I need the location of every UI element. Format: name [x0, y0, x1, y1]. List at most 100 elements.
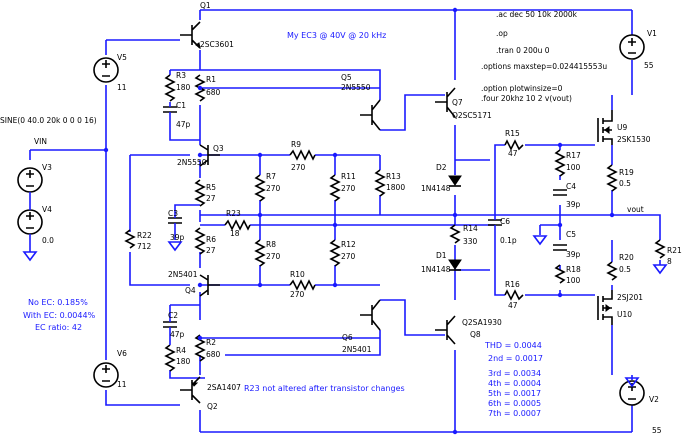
- resistor-r23[interactable]: [224, 219, 251, 231]
- capacitor-c3[interactable]: [168, 210, 182, 232]
- diode-d2[interactable]: [448, 175, 462, 187]
- resistor-r14[interactable]: [449, 224, 461, 244]
- r17-name: R17: [566, 151, 581, 160]
- resistor-r16[interactable]: [504, 289, 524, 301]
- transistor-q6[interactable]: [360, 299, 381, 331]
- u10-name: U10: [617, 310, 632, 319]
- c4-value: 39p: [566, 200, 581, 209]
- resistor-r15[interactable]: [504, 139, 524, 151]
- r9-value: 270: [291, 163, 306, 172]
- d1-name: D1: [436, 251, 447, 260]
- r5-value: 27: [206, 194, 216, 203]
- resistor-r17[interactable]: [554, 149, 566, 177]
- capacitor-c2[interactable]: [163, 312, 177, 345]
- transistor-q1[interactable]: [180, 21, 201, 50]
- capacitor-c5[interactable]: [553, 244, 567, 251]
- r21-name: R21: [667, 246, 682, 255]
- resistor-r3[interactable]: [164, 74, 176, 102]
- q6-part: 2N5401: [342, 345, 372, 354]
- capacitor-c4[interactable]: [553, 189, 567, 196]
- resistor-r5[interactable]: [194, 179, 206, 207]
- r10-name: R10: [290, 270, 305, 279]
- capacitor-c1[interactable]: [163, 102, 177, 130]
- transistor-q2[interactable]: [180, 376, 201, 404]
- r19-name: R19: [619, 168, 634, 177]
- r8-value: 270: [266, 252, 281, 261]
- c5-value: 39p: [566, 250, 581, 259]
- c2-value: 47p: [170, 330, 185, 339]
- transistor-q5[interactable]: [360, 99, 381, 131]
- spice-directive-four: .four 20khz 10 2 v(vout): [481, 94, 572, 103]
- u9-part: 2SK1530: [617, 135, 651, 144]
- resistor-r4[interactable]: [164, 344, 176, 372]
- source-v5[interactable]: [93, 57, 119, 83]
- resistor-r10[interactable]: [289, 279, 316, 291]
- resistor-r21[interactable]: [654, 239, 666, 259]
- r12-value: 270: [341, 252, 356, 261]
- r1-value: 680: [206, 88, 221, 97]
- q4-name: Q4: [185, 286, 196, 295]
- r13-name: R13: [386, 172, 401, 181]
- resistor-r19[interactable]: [606, 164, 618, 192]
- q6-name: Q6: [342, 333, 353, 342]
- r13-value: 1800: [386, 183, 405, 192]
- r1-name: R1: [206, 75, 216, 84]
- source-v3[interactable]: [17, 167, 43, 193]
- r20-name: R20: [619, 253, 634, 262]
- q3-name: Q3: [213, 144, 224, 153]
- ec-result-ratio: EC ratio: 42: [35, 323, 82, 332]
- vin-label: VIN: [34, 137, 47, 146]
- resistor-r20[interactable]: [606, 261, 618, 281]
- resistor-r22[interactable]: [124, 229, 136, 249]
- r15-name: R15: [505, 129, 520, 138]
- resistor-r9[interactable]: [289, 149, 316, 161]
- c1-value: 47p: [176, 120, 191, 129]
- c3-name: C3: [168, 209, 178, 218]
- r3-value: 180: [176, 83, 191, 92]
- capacitor-c6[interactable]: [488, 210, 502, 240]
- q7-part: Q2SC5171: [452, 111, 492, 120]
- r15-value: 47: [508, 149, 518, 158]
- source-v4[interactable]: [17, 192, 43, 262]
- u10-part: 2SJ201: [617, 293, 643, 302]
- transistor-q7[interactable]: [435, 87, 456, 118]
- r9-name: R9: [291, 140, 301, 149]
- r22-value: 712: [137, 242, 152, 251]
- source-v1[interactable]: [619, 34, 645, 60]
- mosfet-u10[interactable]: [597, 290, 613, 325]
- resistor-r8[interactable]: [254, 239, 266, 267]
- harmonic-5th: 5th = 0.0017: [488, 389, 541, 398]
- resistor-r6[interactable]: [194, 227, 206, 255]
- r6-value: 27: [206, 246, 216, 255]
- diode-d1[interactable]: [448, 259, 462, 271]
- thd-value: THD = 0.0044: [484, 341, 542, 350]
- ec-result-with-ec: With EC: 0.0044%: [23, 311, 96, 320]
- spice-directive-tran: .tran 0 200u 0: [496, 46, 550, 55]
- transistor-q3[interactable]: [199, 144, 220, 167]
- source-v6[interactable]: [93, 362, 119, 388]
- c6-name: C6: [500, 217, 510, 226]
- v5-name: V5: [117, 53, 127, 62]
- r18-value: 100: [566, 276, 581, 285]
- transistor-q4[interactable]: [199, 274, 220, 297]
- spice-directive-plotwinsize: .option plotwinsize=0: [481, 84, 563, 93]
- r22-name: R22: [137, 231, 152, 240]
- r3-name: R3: [176, 71, 186, 80]
- resistor-r12[interactable]: [329, 239, 341, 267]
- vout-label: vout: [627, 205, 644, 214]
- harmonic-2nd: 2nd = 0.0017: [488, 354, 543, 363]
- harmonic-4th: 4th = 0.0004: [488, 379, 541, 388]
- transistor-q8[interactable]: [435, 315, 456, 345]
- resistor-r7[interactable]: [254, 174, 266, 202]
- resistor-r13[interactable]: [374, 169, 386, 197]
- resistor-r11[interactable]: [329, 174, 341, 202]
- r7-value: 270: [266, 184, 281, 193]
- resistor-r18[interactable]: [554, 264, 566, 284]
- source-v2[interactable]: [619, 380, 645, 406]
- r23-name: R23: [226, 209, 241, 218]
- mosfet-u9[interactable]: [597, 110, 613, 145]
- resistor-r2[interactable]: [194, 334, 206, 362]
- r20-value: 0.5: [619, 265, 631, 274]
- r16-name: R16: [505, 280, 520, 289]
